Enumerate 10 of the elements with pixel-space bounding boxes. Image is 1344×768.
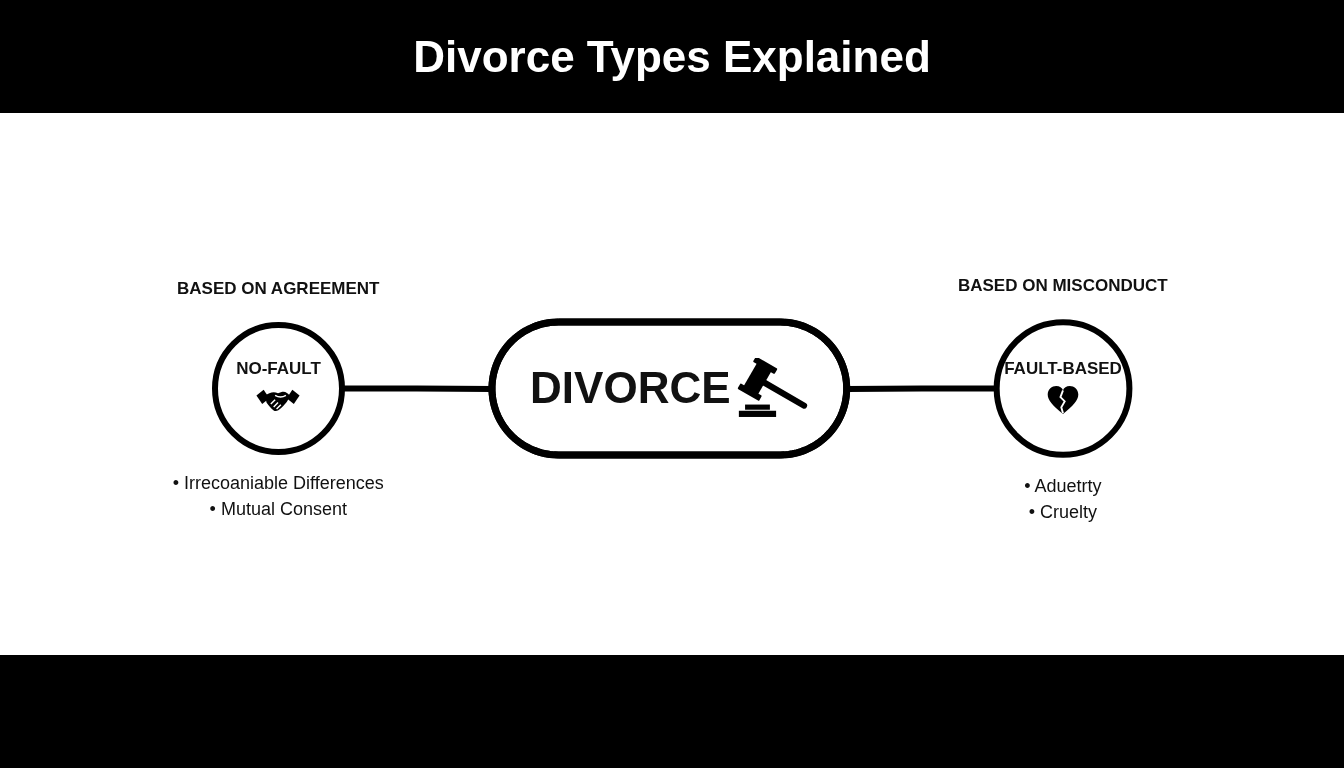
list-item: • Irrecoaniable Differences	[172, 473, 384, 495]
list-item: • Cruelty	[1028, 502, 1097, 524]
pill-node: DIVORCE	[488, 318, 850, 458]
group-heading: BASED ON MISCONDUCT	[958, 275, 1168, 296]
group-heading: BASED ON AGREEMENT	[177, 278, 380, 299]
list-item: • Mutual Consent	[209, 499, 347, 521]
circle-node: NO-FAULT	[211, 321, 345, 455]
list-item: • Aduetrty	[1024, 476, 1102, 498]
title: Divorce Types Explained	[413, 31, 931, 82]
circle-node: FAULT-BASED	[993, 318, 1133, 458]
